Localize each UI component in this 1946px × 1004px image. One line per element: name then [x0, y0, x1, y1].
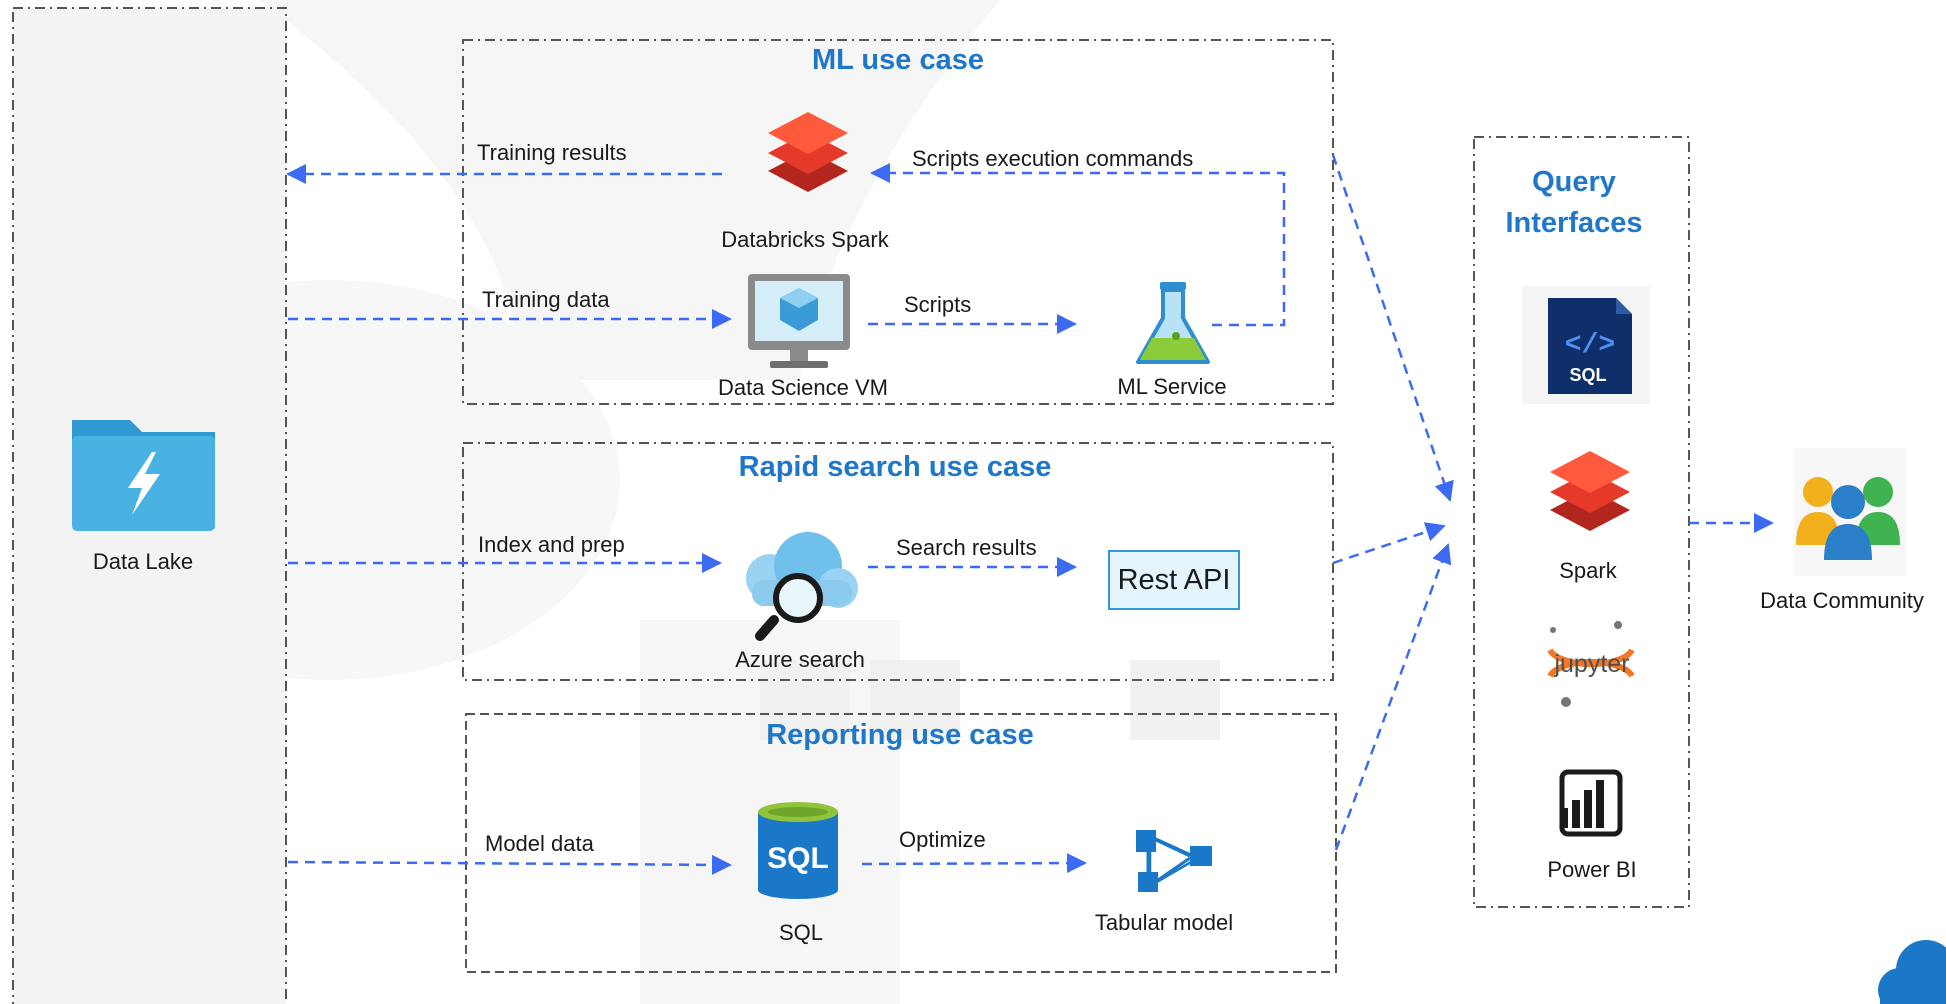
label-azure-search: Azure search: [735, 647, 865, 672]
label-data-lake: Data Lake: [92, 549, 194, 574]
arrow-reporting-to-query: [1334, 543, 1452, 851]
data-lake-folder-icon: [72, 420, 215, 531]
dsvm-icon: [748, 274, 850, 368]
query-title-line1: Query: [1532, 166, 1616, 198]
label-sql: SQL: [778, 920, 824, 945]
label-search-results: Search results: [896, 535, 1037, 560]
label-data-community: Data Community: [1760, 588, 1924, 613]
spark-icon: [1550, 451, 1630, 531]
azure-search-icon: [746, 532, 858, 641]
search-usecase-title: Rapid search use case: [738, 451, 1052, 483]
label-power-bi: Power BI: [1547, 857, 1637, 882]
databricks-spark-icon: [768, 112, 848, 192]
query-interfaces-title: Query Interfaces: [1474, 162, 1674, 244]
arrow-model-data: [287, 854, 732, 875]
label-scripts-exec: Scripts execution commands: [912, 146, 1194, 171]
reporting-usecase-box: [465, 713, 1337, 973]
svg-text:SQL: SQL: [767, 842, 829, 875]
label-tabular: Tabular model: [1094, 910, 1234, 935]
arrow-optimize: [861, 853, 1087, 874]
data-community-icon: [1794, 448, 1906, 576]
label-model-data: Model data: [485, 831, 594, 856]
arrow-scripts-exec: [870, 163, 1286, 327]
ml-service-flask-icon: [1136, 282, 1210, 364]
label-spark: Spark: [1559, 558, 1617, 583]
arrow-ml-to-query: [1331, 154, 1454, 502]
arrow-search-to-query: [1332, 522, 1446, 565]
corner-cloud-logo: [1878, 940, 1946, 1004]
label-ml-service: ML Service: [1117, 374, 1227, 399]
sql-icon-text: SQL: [1569, 365, 1607, 385]
ml-usecase-box: [462, 39, 1334, 405]
sql-file-icon: </>: [1522, 286, 1650, 404]
ml-usecase-title: ML use case: [812, 44, 984, 76]
query-title-line2: Interfaces: [1505, 207, 1643, 239]
label-training-data: Training data: [482, 287, 610, 312]
tabular-model-icon: [1136, 830, 1212, 892]
jupyter-icon: [1547, 621, 1635, 707]
label-databricks: Databricks Spark: [721, 227, 889, 252]
rest-api-box: Rest API: [1108, 550, 1240, 610]
power-bi-icon: [1559, 769, 1623, 837]
sql-database-icon: SQL: [758, 802, 838, 899]
label-optimize: Optimize: [899, 827, 986, 852]
label-scripts: Scripts: [904, 292, 972, 317]
label-training-results: Training results: [477, 140, 627, 165]
label-dsvm: Data Science VM: [718, 375, 888, 400]
label-index-prep: Index and prep: [478, 532, 625, 557]
svg-text:</>: </>: [1565, 330, 1615, 361]
reporting-usecase-title: Reporting use case: [766, 719, 1034, 751]
jupyter-wordmark: jupyter: [1554, 650, 1630, 678]
search-usecase-box: [462, 442, 1334, 681]
